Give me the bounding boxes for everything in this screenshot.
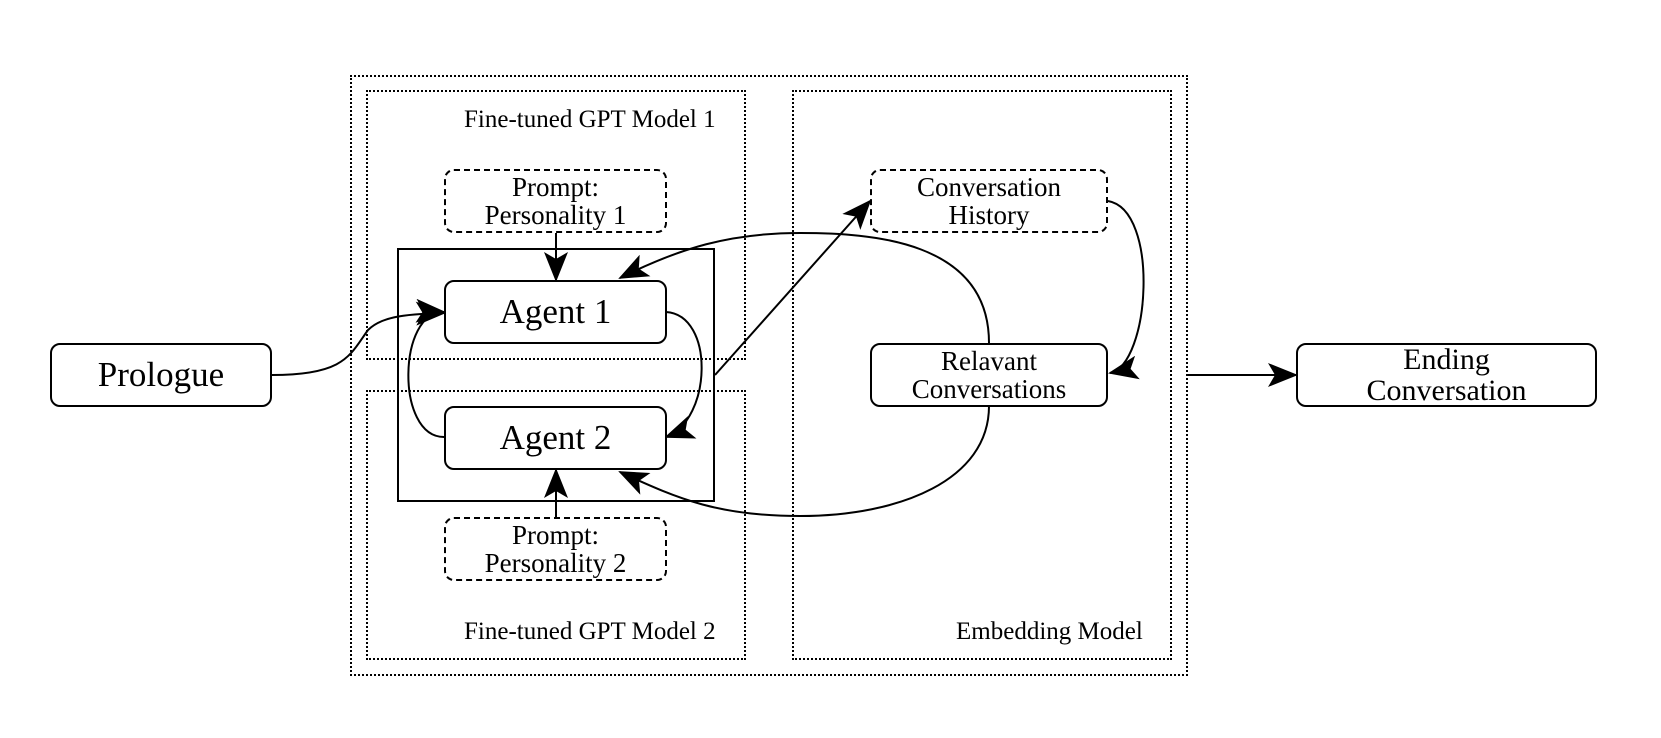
prompt-personality-1-node: Prompt: Personality 1 xyxy=(444,169,667,233)
prompt1-line2: Personality 1 xyxy=(484,200,627,230)
prompt1-line1: Prompt: xyxy=(511,171,599,202)
relevant-conversations-node: Relavant Conversations xyxy=(870,343,1108,407)
agent-2-node: Agent 2 xyxy=(444,406,667,470)
relevant-line2: Conversations xyxy=(911,374,1067,404)
ending-line1: Ending xyxy=(1403,342,1490,376)
gpt-model-1-group xyxy=(366,90,746,360)
ending-line2: Conversation xyxy=(1366,374,1527,407)
history-line1: Conversation xyxy=(917,171,1061,202)
edge-history-to-relevant xyxy=(1107,200,1145,380)
outer-system-group xyxy=(350,75,1188,676)
prompt2-line2: Personality 2 xyxy=(484,548,627,578)
edge-prologue-to-agent1 xyxy=(271,301,446,376)
edge-relevant-to-agent1 xyxy=(618,231,990,344)
gpt-model-1-label: Fine-tuned GPT Model 1 xyxy=(464,106,716,133)
gpt-model-2-label: Fine-tuned GPT Model 2 xyxy=(464,618,716,645)
ending-conversation-node: Ending Conversation xyxy=(1296,343,1597,407)
history-line2: History xyxy=(948,200,1030,230)
prompt2-line1: Prompt: xyxy=(511,519,599,550)
relevant-line1: Relavant xyxy=(941,345,1037,376)
prompt-personality-2-node: Prompt: Personality 2 xyxy=(444,517,667,581)
edge-agent2-to-agent1 xyxy=(407,298,446,438)
prologue-node: Prologue xyxy=(50,343,272,407)
conversation-history-node: Conversation History xyxy=(870,169,1108,233)
edge-container-to-history xyxy=(714,199,872,376)
edge-agent1-to-agent2 xyxy=(664,311,703,439)
gpt-model-2-group xyxy=(366,390,746,660)
agent-2-label: Agent 2 xyxy=(499,417,612,457)
agent-1-node: Agent 1 xyxy=(444,280,667,344)
embedding-model-label: Embedding Model xyxy=(956,618,1143,645)
prologue-label: Prologue xyxy=(97,354,225,394)
embedding-model-group xyxy=(792,90,1172,660)
edge-relevant-to-agent2 xyxy=(618,405,990,518)
agent-1-label: Agent 1 xyxy=(499,291,612,331)
